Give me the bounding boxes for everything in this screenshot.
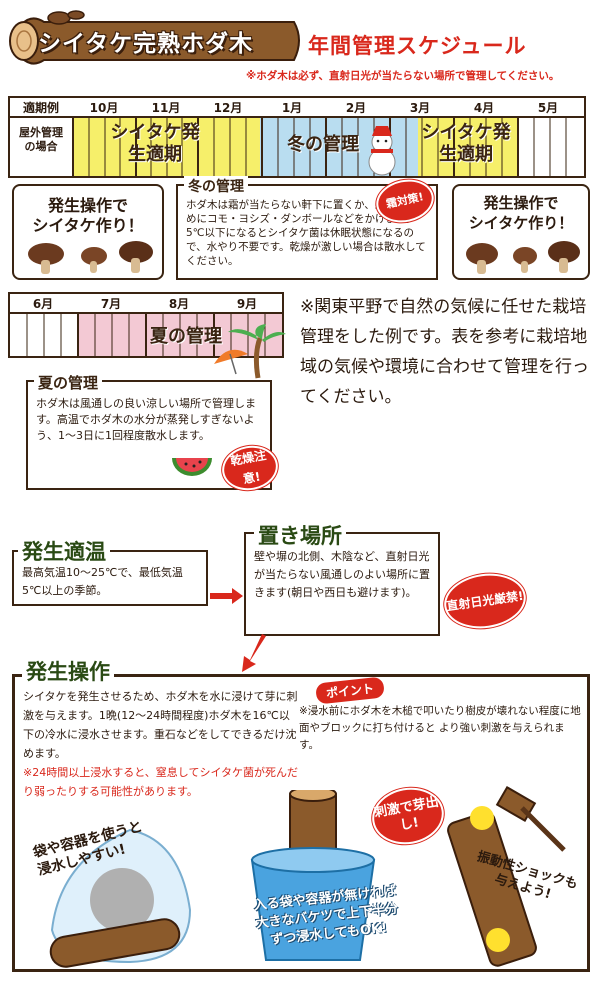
- corner-label: 適期例: [22, 101, 59, 115]
- month-label: 9月: [236, 297, 258, 311]
- bubble-right-title: 発生操作で: [483, 194, 559, 212]
- bucket-illustration: [250, 790, 376, 961]
- month-label: 6月: [32, 297, 54, 311]
- operation-heading: 発生操作: [22, 656, 114, 686]
- month-label: 7月: [100, 297, 122, 311]
- month-label: 10月: [89, 101, 119, 115]
- summer-heading: 夏の管理: [34, 372, 103, 393]
- header-note: ※ホダ木は必ず、直射日光が当たらない場所で管理してください。: [246, 70, 560, 82]
- month-label: 12月: [213, 101, 243, 115]
- month-label: 11月: [151, 101, 181, 115]
- bubble-left: 発生操作で シイタケ作り！: [12, 184, 164, 280]
- hammer-log-illustration: [447, 785, 566, 967]
- arrow-right-icon: [210, 588, 243, 604]
- month-label: 4月: [473, 101, 495, 115]
- bubble-left-title2: シイタケ作り！: [32, 216, 144, 235]
- log-banner-graphic: [9, 10, 300, 65]
- week-grid: [88, 118, 567, 176]
- autumn-label: シイタケ発生適期: [110, 122, 200, 165]
- watermelon-icon: [172, 458, 212, 476]
- mushroom-icon: [466, 241, 580, 274]
- page-subtitle: 年間管理スケジュール: [308, 34, 527, 58]
- month-label: 3月: [409, 101, 431, 115]
- winter-text: ホダ木は霜が当たらない軒下に置くか、霜よけのためにコモ・ヨシズ・ダンボールなどを…: [186, 199, 428, 267]
- bubble-right: 発生操作で シイタケ作り！: [452, 184, 590, 280]
- period-bar-spring: [418, 118, 518, 176]
- month-label: 2月: [345, 101, 367, 115]
- summer-text: ホダ木は風通しの良い涼しい場所で管理します。高温でホダ木の水分が蒸発しすぎないよ…: [36, 397, 256, 442]
- temperature-heading: 発生適温: [18, 536, 110, 566]
- operation-text: シイタケを発生させるため、ホダ木を水に浸けて芽に刺激を与えます。1晩(12～24…: [23, 690, 298, 760]
- arrow-down-icon: [242, 634, 266, 672]
- month-label: 5月: [537, 101, 559, 115]
- temperature-text: 最高気温10～25℃で、最低気温5℃以上の季節。: [22, 566, 183, 597]
- winter-heading: 冬の管理: [184, 176, 248, 196]
- operation-warning: ※24時間以上浸水すると、窒息してシイタケ菌が死んだり弱ったりする可能性がありま…: [23, 766, 299, 798]
- bubble-right-title2: シイタケ作り！: [468, 214, 574, 232]
- placement-heading: 置き場所: [254, 520, 346, 550]
- bubble-left-title: 発生操作で: [47, 196, 128, 215]
- bag-illustration: [49, 828, 192, 968]
- month-label: 1月: [281, 101, 303, 115]
- winter-box: ホダ木は霜が当たらない軒下に置くか、霜よけのためにコモ・ヨシズ・ダンボールなどを…: [176, 184, 438, 280]
- point-text: ※浸水前にホダ木を木槌で叩いたり樹皮が壊れない程度に地面やブロックに打ち付けると…: [299, 705, 581, 751]
- row-label: 屋外管理の場合: [19, 126, 63, 153]
- no-sunlight-badge: 直射日光厳禁!: [440, 568, 530, 634]
- page-title: シイタケ完熟ホダ木: [38, 31, 254, 57]
- winter-label: 冬の管理: [287, 134, 359, 155]
- placement-box: 壁や塀の北側、木陰など、直射日光が当たらない風通しのよい場所に置きます(朝日や西…: [244, 532, 440, 636]
- snowman-icon: [368, 126, 396, 176]
- climate-note: ※関東平野で自然の気候に任せた栽培管理をした例です。表を参考に栽培地域の気候や環…: [300, 297, 589, 407]
- summer-label: 夏の管理: [150, 326, 222, 347]
- spring-label: シイタケ発生適期: [421, 122, 511, 165]
- month-label: 8月: [168, 297, 190, 311]
- mushroom-icon: [28, 241, 153, 274]
- placement-text: 壁や塀の北側、木陰など、直射日光が当たらない風通しのよい場所に置きます(朝日や西…: [254, 550, 430, 599]
- schedule-table-summer: 6月 7月 8月 9月 夏の管理: [8, 292, 284, 358]
- schedule-table-winter: 適期例 10月 11月 12月 1月 2月 3月 4月 5月 屋外管理の場合: [8, 96, 586, 178]
- week-grid: [26, 314, 266, 356]
- palm-tree-icon: [214, 324, 286, 379]
